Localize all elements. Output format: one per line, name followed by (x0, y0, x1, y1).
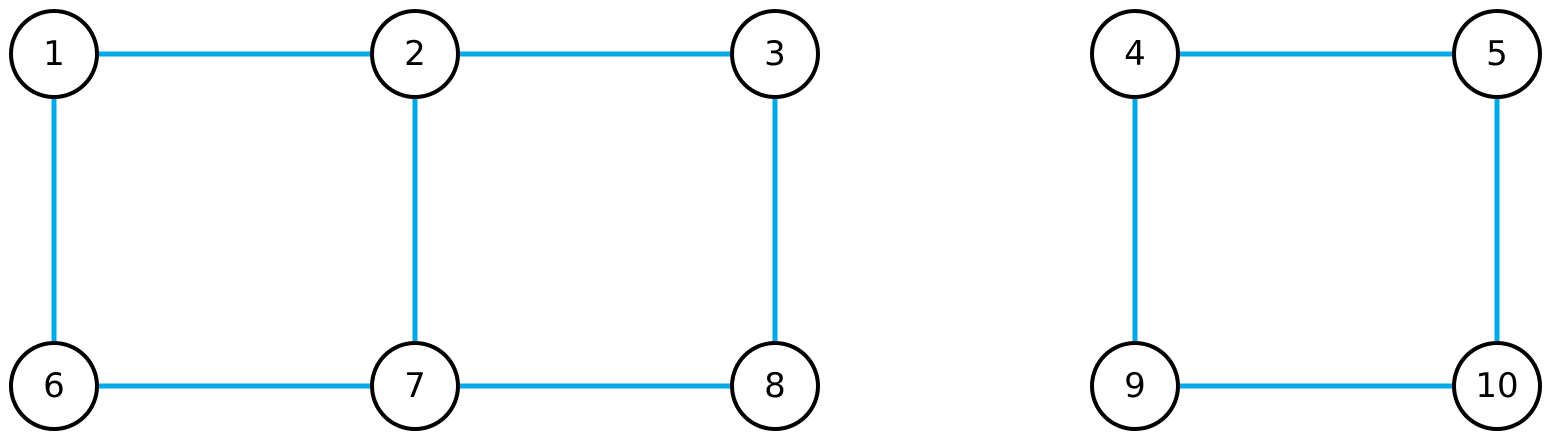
node-label-6: 6 (43, 366, 65, 406)
node-8: 8 (730, 341, 820, 431)
node-circle-2 (370, 9, 460, 99)
nodes-layer: 1 2 3 4 5 6 7 8 9 10 (9, 9, 1542, 431)
node-circle-8 (730, 341, 820, 431)
node-circle-1 (9, 9, 99, 99)
node-label-8: 8 (764, 366, 786, 406)
node-circle-5 (1452, 9, 1542, 99)
node-label-9: 9 (1124, 366, 1146, 406)
node-9: 9 (1090, 341, 1180, 431)
node-6: 6 (9, 341, 99, 431)
node-label-10: 10 (1475, 366, 1518, 406)
node-10: 10 (1452, 341, 1542, 431)
node-label-2: 2 (404, 34, 426, 74)
edges-layer (51, 51, 1500, 389)
node-circle-4 (1090, 9, 1180, 99)
node-circle-6 (9, 341, 99, 431)
node-3: 3 (730, 9, 820, 99)
node-2: 2 (370, 9, 460, 99)
node-5: 5 (1452, 9, 1542, 99)
node-label-4: 4 (1124, 34, 1146, 74)
node-7: 7 (370, 341, 460, 431)
node-circle-3 (730, 9, 820, 99)
node-circle-9 (1090, 341, 1180, 431)
node-label-5: 5 (1486, 34, 1508, 74)
node-label-7: 7 (404, 366, 426, 406)
node-circle-10 (1452, 341, 1542, 431)
node-label-1: 1 (43, 34, 65, 74)
node-4: 4 (1090, 9, 1180, 99)
node-circle-7 (370, 341, 460, 431)
node-1: 1 (9, 9, 99, 99)
node-label-3: 3 (764, 34, 786, 74)
